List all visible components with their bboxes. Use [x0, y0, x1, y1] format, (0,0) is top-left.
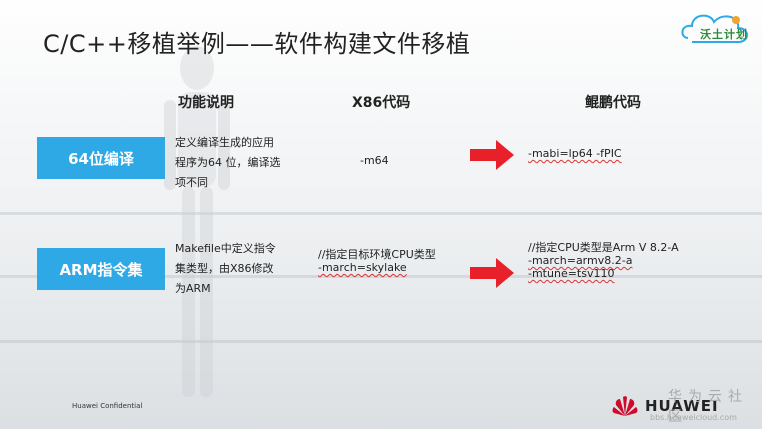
- header-x86: X86代码: [352, 95, 411, 111]
- code-line: //指定目标环境CPU类型: [318, 248, 436, 261]
- background-rail: [0, 212, 762, 215]
- code-line: -mabi=lp64 -fPIC: [528, 147, 622, 160]
- kunpeng-code: //指定CPU类型是Arm V 8.2-A -march=armv8.2-a -…: [528, 241, 679, 280]
- code-line: //指定CPU类型是Arm V 8.2-A: [528, 241, 679, 254]
- row-desc: Makefile中定义指令 集类型，由X86修改 为ARM: [175, 239, 305, 299]
- code-line: -march=skylake: [318, 261, 407, 274]
- watermark-url: bbs.huaweicloud.com: [650, 413, 737, 422]
- desc-line: 程序为64 位，编译选: [175, 156, 281, 169]
- desc-line: 为ARM: [175, 282, 211, 295]
- right-arrow-icon: [470, 140, 514, 170]
- desc-line: 项不同: [175, 176, 208, 189]
- desc-line: 集类型，由X86修改: [175, 262, 274, 275]
- desc-line: 定义编译生成的应用: [175, 136, 274, 149]
- background-rail: [0, 340, 762, 343]
- page-title: C/C++移植举例——软件构建文件移植: [43, 30, 471, 58]
- header-kunpeng: 鲲鹏代码: [585, 95, 641, 111]
- x86-code: -m64: [360, 154, 389, 167]
- logo-text: 沃土计划: [700, 28, 748, 41]
- kunpeng-code: -mabi=lp64 -fPIC: [528, 147, 622, 160]
- desc-line: Makefile中定义指令: [175, 242, 276, 255]
- huawei-brand: HUAWEI: [645, 397, 719, 415]
- code-line: -m64: [360, 154, 389, 167]
- wotu-logo-icon: [681, 14, 748, 43]
- background-rail: [0, 275, 762, 278]
- watermark-text: 华为云社区: [668, 389, 748, 425]
- robot-illustration: [164, 46, 230, 397]
- row-desc: 定义编译生成的应用 程序为64 位，编译选 项不同: [175, 133, 305, 193]
- badge-arm: ARM指令集: [37, 248, 165, 290]
- huawei-logo-icon: [612, 396, 638, 416]
- badge-64bit: 64位编译: [37, 137, 165, 179]
- right-arrow-icon: [470, 258, 514, 288]
- confidential-label: Huawei Confidential: [72, 402, 143, 410]
- x86-code: //指定目标环境CPU类型 -march=skylake: [318, 248, 436, 274]
- code-line: -mtune=tsv110: [528, 267, 615, 280]
- code-line: -march=armv8.2-a: [528, 254, 633, 267]
- header-function: 功能说明: [178, 95, 234, 111]
